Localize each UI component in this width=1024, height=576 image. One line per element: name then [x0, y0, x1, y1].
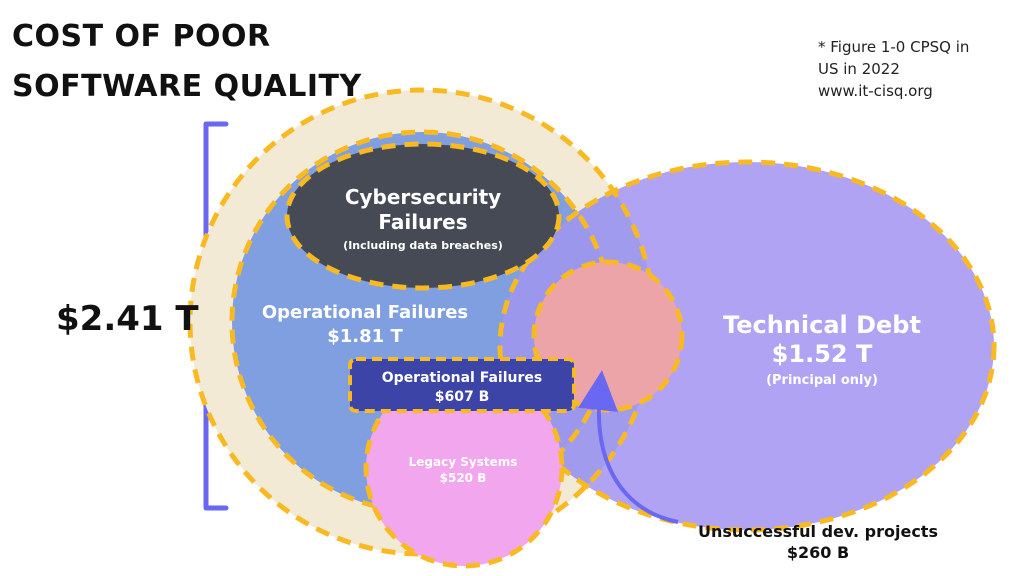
- technical-debt-outline: [497, 159, 997, 533]
- source-note-line-3: www.it-cisq.org: [818, 82, 933, 100]
- technical-debt-sublabel: (Principal only): [766, 373, 878, 388]
- unsuccessful-projects-label: Unsuccessful dev. projects: [698, 522, 938, 541]
- unsuccessful-projects-value: $260 B: [787, 543, 849, 562]
- page-title-line-1: COST OF POOR: [12, 19, 271, 54]
- operational-failures-box: [348, 357, 576, 413]
- cybersecurity-label-line-1: Cybersecurity: [345, 185, 501, 209]
- source-note-line-2: US in 2022: [818, 60, 900, 78]
- operational-box-label: Operational Failures: [382, 370, 542, 386]
- cybersecurity-sublabel: (Including data breaches): [343, 239, 503, 252]
- legacy-systems-label: Legacy Systems: [409, 455, 518, 469]
- page-title-line-2: SOFTWARE QUALITY: [12, 69, 362, 104]
- cybersecurity-ellipse: [284, 141, 562, 291]
- technical-debt-label: Technical Debt: [723, 311, 921, 339]
- operational-failures-label: Operational Failures: [262, 302, 468, 323]
- cybersecurity-label-line-2: Failures: [378, 210, 467, 234]
- operational-box-value: $607 B: [435, 389, 490, 405]
- unsuccessful-projects-arrow: [578, 370, 679, 524]
- operational-failures-value: $1.81 T: [327, 326, 403, 347]
- technical-debt-value: $1.52 T: [772, 340, 873, 368]
- total-value: $2.41 T: [56, 299, 199, 339]
- legacy-systems-value: $520 B: [440, 471, 487, 485]
- source-note: * Figure 1-0 CPSQ in US in 2022 www.it-c…: [818, 36, 1018, 102]
- source-note-line-1: * Figure 1-0 CPSQ in: [818, 38, 970, 56]
